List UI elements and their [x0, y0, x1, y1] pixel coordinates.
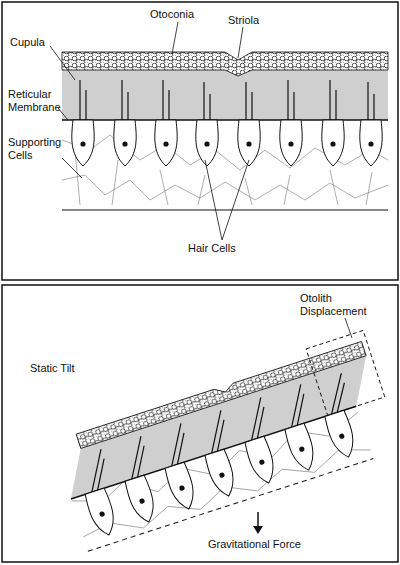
part-label: Otolith Displacement	[300, 292, 380, 318]
panel-label: Static Tilt	[30, 362, 120, 375]
part-label: Hair Cells	[188, 242, 278, 255]
panel-frame	[2, 285, 398, 562]
part-label: Striola	[228, 14, 288, 27]
gravity-arrow	[257, 512, 259, 528]
part-label: Reticular Membrane	[8, 88, 70, 114]
gravity-arrowhead	[253, 526, 263, 534]
part-label: Otoconia	[150, 8, 230, 21]
panel-frame	[2, 2, 398, 280]
force-label: Gravitational Force	[208, 538, 358, 551]
part-label: Supporting Cells	[8, 136, 70, 162]
leader-line	[345, 318, 352, 338]
otolith-upright	[50, 22, 388, 240]
otolith-tilted	[49, 330, 400, 551]
part-label: Cupula	[10, 36, 80, 49]
